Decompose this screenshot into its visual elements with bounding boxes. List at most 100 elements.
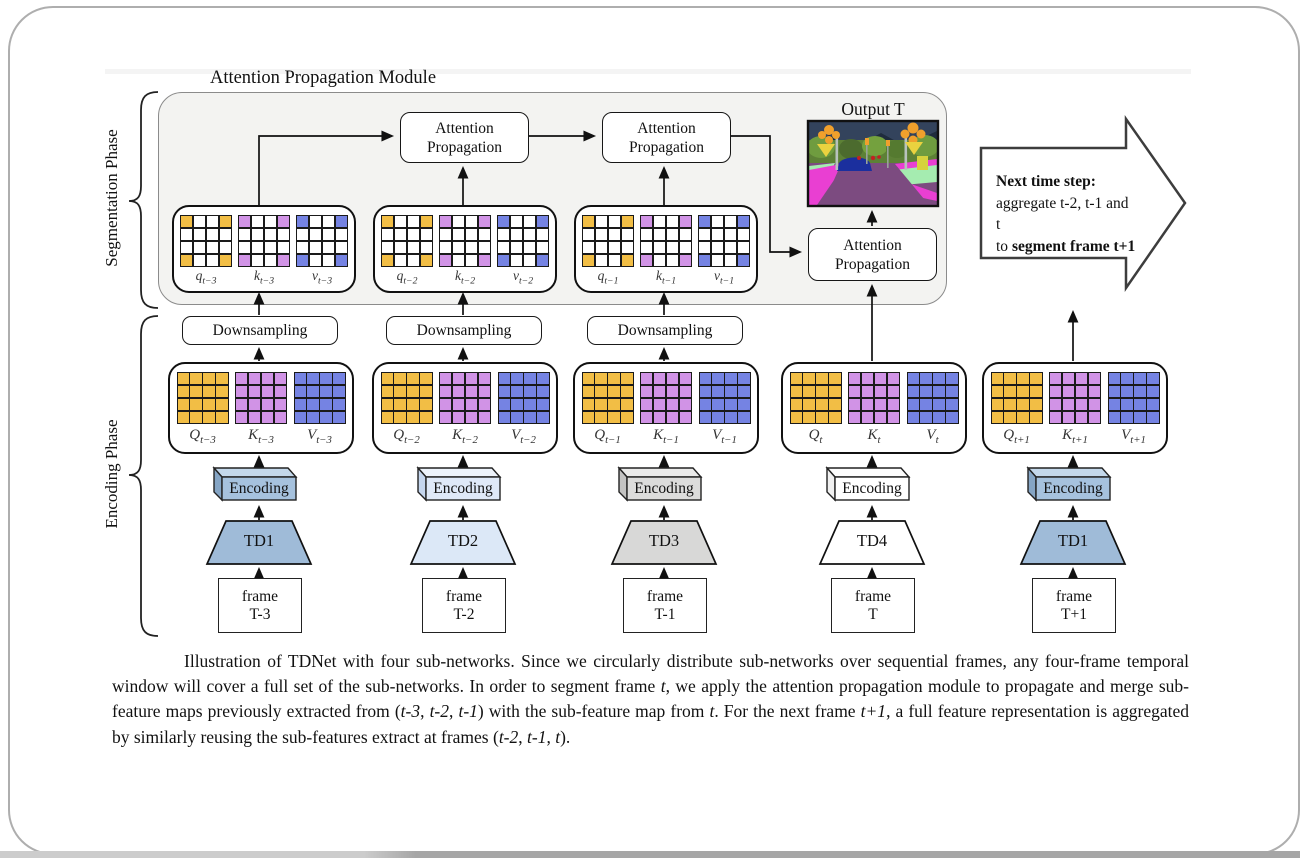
q-grid-label: qt−2: [396, 268, 418, 287]
qkv-group-small-t-3: qt−3 kt−3 vt−3: [172, 205, 356, 293]
v-grid-label: Vt+1: [1121, 427, 1146, 446]
attention-propagation-box-1: Attention Propagation: [400, 112, 529, 163]
q-grid: [990, 372, 1043, 424]
frame-word: frame: [854, 587, 892, 605]
k-grid-label: Kt−2: [452, 427, 478, 446]
v-grid-label: vt−3: [311, 268, 333, 287]
qkv-group-small-t-2: qt−2 kt−2 vt−2: [373, 205, 557, 293]
output-t-label: Output T: [841, 99, 905, 119]
td5-label: TD1: [1057, 531, 1089, 550]
td2-label: TD2: [447, 531, 479, 550]
v-grid-label: Vt−2: [511, 427, 536, 446]
attention-line1: Attention: [843, 236, 902, 254]
v-grid-label: Vt−3: [307, 427, 332, 446]
q-grid: [380, 372, 433, 424]
v-grid: [497, 372, 550, 424]
module-title: Attention Propagation Module: [209, 68, 437, 88]
v-grid-label: Vt−1: [712, 427, 737, 446]
qkv-group-large-t-3: Qt−3 Kt−3 Vt−3: [168, 362, 354, 454]
encoding-label-4: Encoding: [842, 480, 902, 497]
frame-box-t+1: frame T+1: [1032, 578, 1116, 633]
attention-line1: Attention: [435, 119, 494, 137]
encoding-phase-brace: [128, 315, 159, 637]
figure-caption: Illustration of TDNet with four sub-netw…: [112, 651, 1189, 747]
next-time-step-text: Next time step: aggregate t-2, t-1 and t…: [996, 171, 1136, 257]
k-grid-label: Kt+1: [1062, 427, 1088, 446]
q-grid-label: Qt−2: [393, 427, 420, 446]
next-step-line1: Next time step:: [996, 173, 1096, 190]
td2-trapezoid: [409, 520, 517, 565]
k-grid-label: kt−3: [253, 268, 275, 287]
frame-box-t-1: frame T-1: [623, 578, 707, 633]
encoding-label-3: Encoding: [634, 480, 694, 497]
td4-trapezoid: [818, 520, 926, 565]
attention-propagation-box-3: Attention Propagation: [808, 228, 937, 281]
q-grid-label: qt−3: [195, 268, 217, 287]
q-grid-label: Qt−1: [594, 427, 621, 446]
frame-index: T+1: [1061, 605, 1087, 623]
downsampling-box-3: Downsampling: [587, 316, 743, 345]
frame-word: frame: [1055, 587, 1093, 605]
k-grid-label: Kt: [867, 427, 881, 446]
q-grid-label: Qt: [808, 427, 823, 446]
v-grid: [293, 372, 346, 424]
phase-braces: [128, 91, 159, 637]
v-grid: [906, 372, 959, 424]
k-grid: [235, 372, 287, 424]
q-grid: [789, 372, 842, 424]
attention-line1: Attention: [637, 119, 696, 137]
encoding-block-5: [1026, 466, 1112, 502]
k-grid: [1049, 372, 1101, 424]
v-grid-label: Vt: [926, 427, 939, 446]
frame-box-t-2: frame T-2: [422, 578, 506, 633]
encoding-block-2: [416, 466, 502, 502]
encoding-label-1: Encoding: [229, 480, 289, 497]
q-grid-label: Qt+1: [1003, 427, 1030, 446]
k-grid: [640, 372, 692, 424]
encoding-label-2: Encoding: [433, 480, 493, 497]
td4-label: TD4: [856, 531, 888, 550]
output-segmentation-image: [806, 119, 940, 208]
k-grid: [848, 372, 900, 424]
k-grid-label: kt−2: [454, 268, 476, 287]
encoding-block-4: [825, 466, 911, 502]
frame-index: T-2: [453, 605, 475, 623]
q-grid: [582, 215, 634, 267]
td3-trapezoid: [610, 520, 718, 565]
q-grid: [176, 372, 229, 424]
frame-word: frame: [241, 587, 279, 605]
frame-index: T-1: [654, 605, 676, 623]
segmentation-phase-label: Segmentation Phase: [102, 129, 121, 267]
k-grid-label: Kt−3: [248, 427, 274, 446]
td3-label: TD3: [648, 531, 680, 550]
qkv-group-large-t: Qt Kt Vt: [781, 362, 967, 454]
v-grid: [1107, 372, 1160, 424]
attention-line2: Propagation: [835, 255, 910, 273]
qkv-group-large-t-1: Qt−1 Kt−1 Vt−1: [573, 362, 759, 454]
q-grid: [381, 215, 433, 267]
qkv-group-small-t-1: qt−1 kt−1 vt−1: [574, 205, 758, 293]
k-grid-label: kt−1: [655, 268, 677, 287]
downsampling-box-2: Downsampling: [386, 316, 542, 345]
td1-trapezoid: [205, 520, 313, 565]
next-time-step-arrow: [979, 115, 1187, 292]
k-grid: [439, 372, 491, 424]
encoding-blocks: [212, 466, 1112, 502]
bottom-edge: [0, 851, 1300, 858]
frame-index: T: [868, 605, 878, 623]
frame-box-t-3: frame T-3: [218, 578, 302, 633]
next-step-line3: to segment frame t+1: [996, 237, 1136, 255]
encoding-block-1: [212, 466, 298, 502]
frame-index: T-3: [249, 605, 271, 623]
encoding-label-5: Encoding: [1043, 480, 1103, 497]
v-grid: [698, 372, 751, 424]
q-grid: [180, 215, 232, 267]
attention-line2: Propagation: [629, 138, 704, 156]
k-grid-label: Kt−1: [653, 427, 679, 446]
top-divider: [105, 69, 1191, 74]
v-grid: [698, 215, 750, 267]
v-grid-label: vt−2: [512, 268, 534, 287]
q-grid-label: qt−1: [597, 268, 619, 287]
downsampling-box-1: Downsampling: [182, 316, 338, 345]
k-grid: [439, 215, 491, 267]
